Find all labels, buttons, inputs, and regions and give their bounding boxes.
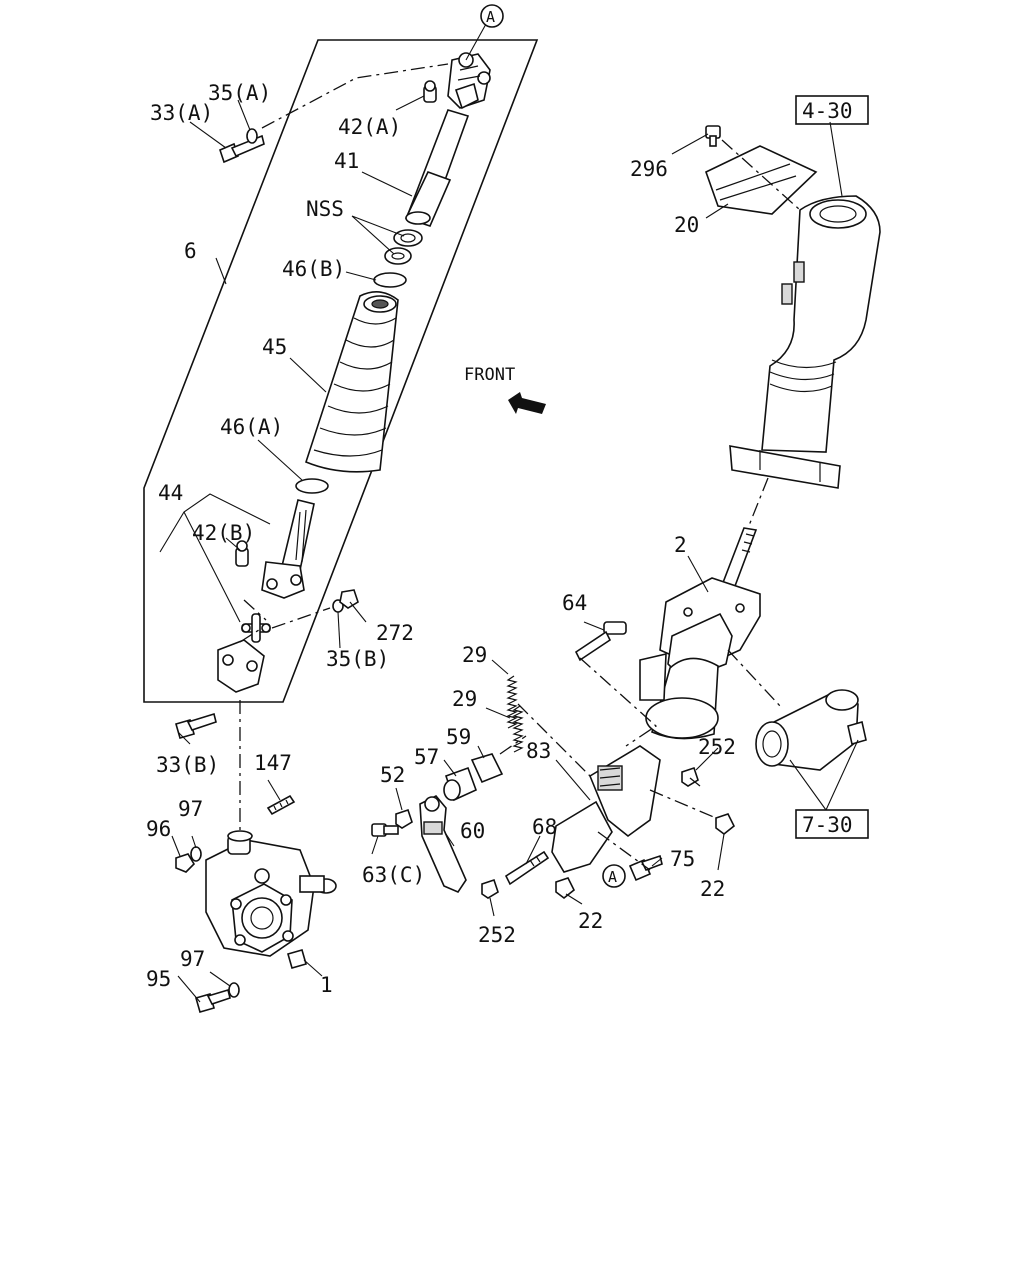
reference-4-30: 4-30 xyxy=(802,99,853,123)
stud-147 xyxy=(266,794,296,816)
callout-1: 1 xyxy=(320,973,333,997)
nut-22-center xyxy=(555,877,576,900)
callout-29-upper: 29 xyxy=(462,643,487,667)
clamp-ring-46b xyxy=(373,272,407,288)
callout-22-right: 22 xyxy=(700,877,725,901)
callout-6: 6 xyxy=(184,239,197,263)
callout-272: 272 xyxy=(376,621,414,645)
bolt-95 xyxy=(195,988,231,1013)
lower-yoke xyxy=(217,639,265,693)
bolt-33b xyxy=(175,712,217,739)
callout-147: 147 xyxy=(254,751,292,775)
pin-68 xyxy=(504,850,550,886)
grease-nipple-42a xyxy=(423,80,437,103)
nut-52 xyxy=(395,808,413,829)
ref-box-4-30 xyxy=(795,95,869,125)
callout-59: 59 xyxy=(446,725,471,749)
callout-64: 64 xyxy=(562,591,587,615)
spider-cross xyxy=(241,613,271,643)
callout-75: 75 xyxy=(670,847,695,871)
callout-63c: 63(C) xyxy=(362,863,425,887)
callout-46a: 46(A) xyxy=(220,415,283,439)
callout-97-lower: 97 xyxy=(180,947,205,971)
front-label: FRONT xyxy=(464,365,515,385)
upper-column-cover xyxy=(729,195,881,489)
callout-97-upper: 97 xyxy=(178,797,203,821)
callout-296: 296 xyxy=(630,157,668,181)
bolt-33a xyxy=(219,134,265,164)
callout-29-lower: 29 xyxy=(452,687,477,711)
assembly-6-frame xyxy=(143,39,539,703)
callout-83: 83 xyxy=(526,739,551,763)
washer-97-upper xyxy=(190,846,202,862)
bearing-nss xyxy=(384,229,423,265)
callout-252-upper: 252 xyxy=(698,735,736,759)
callout-2: 2 xyxy=(674,533,687,557)
front-direction-arrow xyxy=(508,392,546,414)
callout-96: 96 xyxy=(146,817,171,841)
callout-nss: NSS xyxy=(306,197,344,221)
alignment-lines xyxy=(239,63,801,871)
lower-yoke-44 xyxy=(261,499,315,599)
grease-nipple-42b xyxy=(235,540,249,567)
bolt-64 xyxy=(574,621,627,662)
marker-a-top-circle xyxy=(480,4,504,28)
callout-22-center: 22 xyxy=(578,909,603,933)
spring-29-upper xyxy=(506,675,518,729)
callout-20: 20 xyxy=(674,213,699,237)
callout-252-lower: 252 xyxy=(478,923,516,947)
nut-252-lower xyxy=(481,878,499,899)
marker-a-bottom-circle xyxy=(602,864,626,888)
washer-35a xyxy=(246,128,258,144)
bellows-boot-45 xyxy=(305,291,399,473)
callout-68: 68 xyxy=(532,815,557,839)
clamp-ring-46a xyxy=(295,478,329,494)
callout-44: 44 xyxy=(158,481,183,505)
nut-96 xyxy=(175,853,196,873)
callout-42b: 42(B) xyxy=(192,521,255,545)
callout-33a: 33(A) xyxy=(150,101,213,125)
callout-35b: 35(B) xyxy=(326,647,389,671)
steering-gear-box-1 xyxy=(205,830,337,969)
bracket-83 xyxy=(551,745,661,873)
callout-41: 41 xyxy=(334,149,359,173)
bolt-63c xyxy=(371,823,399,837)
leader-lines xyxy=(159,23,859,1003)
callout-52: 52 xyxy=(380,763,405,787)
plate-59 xyxy=(470,753,504,784)
callout-35a: 35(A) xyxy=(208,81,271,105)
callout-45: 45 xyxy=(262,335,287,359)
spring-29-lower xyxy=(512,705,524,753)
upper-universal-joint xyxy=(447,52,491,110)
callout-57: 57 xyxy=(414,745,439,769)
callout-60: 60 xyxy=(460,819,485,843)
intermediate-joint xyxy=(755,689,867,771)
callout-95: 95 xyxy=(146,967,171,991)
nut-22-right xyxy=(715,813,736,836)
callout-33b: 33(B) xyxy=(156,753,219,777)
bushing-57 xyxy=(443,766,478,802)
shaft-41 xyxy=(404,109,470,227)
callout-a-bottom: A xyxy=(608,868,617,886)
cover-20 xyxy=(705,145,818,215)
callout-a-top: A xyxy=(486,8,495,26)
lever-60 xyxy=(419,795,467,893)
bolt-75 xyxy=(628,854,663,882)
callout-42a: 42(A) xyxy=(338,115,401,139)
reference-7-30: 7-30 xyxy=(802,813,853,837)
callout-46b: 46(B) xyxy=(282,257,345,281)
ref-box-7-30 xyxy=(795,809,869,839)
screw-296 xyxy=(705,125,721,147)
steering-column-2 xyxy=(639,527,761,740)
washer-97-lower xyxy=(228,982,240,998)
